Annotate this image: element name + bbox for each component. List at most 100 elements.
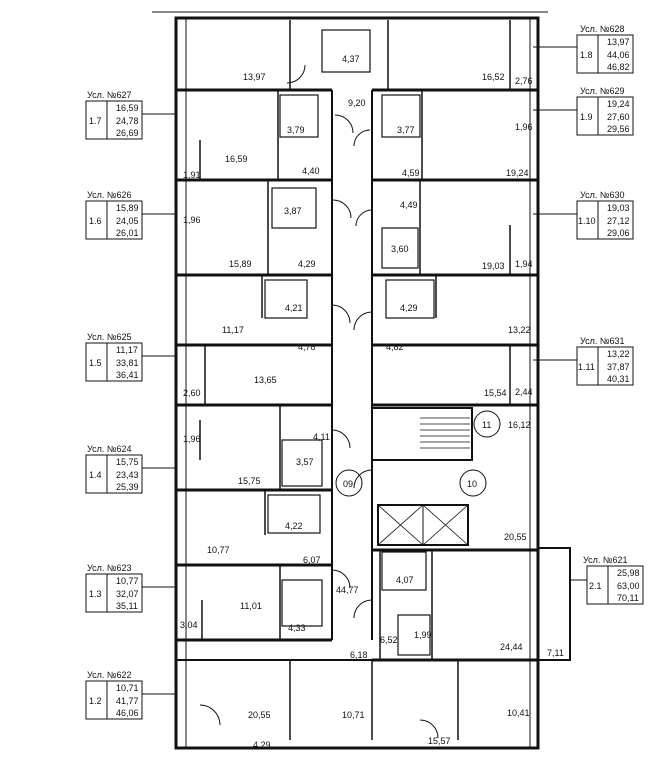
room-area: 6,07 [303,555,321,565]
room-area: 6,18 [350,650,368,660]
unit-id: Усл. №622 [87,670,132,680]
building-walls [152,11,571,750]
unit-id: Усл. №628 [580,24,625,34]
unit-id: Усл. №625 [87,332,132,342]
room-area: 4,22 [285,521,303,531]
unit-area-with-balcony: 46,82 [607,62,630,72]
room-area: 1,94 [515,259,533,269]
room-area: 11,01 [240,601,262,611]
room-area: 4,49 [400,200,418,210]
unit-code: 1.3 [89,589,102,599]
room-area: 6,52 [380,635,398,645]
unit-area-with-balcony: 26,01 [116,228,139,238]
unit-area-with-balcony: 29,06 [607,228,630,238]
unit-id: Усл. №626 [87,190,132,200]
room-area: 4,33 [288,623,306,633]
unit-code: 1.10 [578,216,596,226]
unit-id: Усл. №623 [87,563,132,573]
room-area: 16,52 [482,72,505,82]
unit-area-living: 13,22 [607,349,630,359]
room-area: 24,44 [500,642,523,652]
room-area: 13,65 [254,375,277,385]
unit-code: 1.11 [578,362,595,372]
unit-area-living: 10,77 [116,576,139,586]
room-area: 11,17 [222,325,244,335]
room-area: 3,77 [397,125,415,135]
room-area: 4,82 [386,342,404,352]
unit-id: Усл. №630 [580,190,625,200]
bathroom-fixtures [264,29,435,656]
room-area: 19,03 [482,261,505,271]
unit-id: Усл. №624 [87,444,132,454]
unit-code: 1.4 [89,470,102,480]
unit-area-with-balcony: 26,69 [116,128,139,138]
room-area: 1,91 [183,170,201,180]
room-area: 16,59 [225,154,248,164]
room-area: 4,29 [400,303,418,313]
room-area: 3,79 [287,125,305,135]
room-label: 11 [482,420,491,430]
room-area: 20,55 [504,532,527,542]
unit-area-with-balcony: 25,39 [116,482,139,492]
unit-code: 1.8 [580,50,593,60]
unit-area-total: 63,00 [617,581,640,591]
room-area: 10,77 [207,545,230,555]
room-area: 13,22 [508,325,531,335]
room-area: 4,07 [396,575,414,585]
unit-area-total: 37,87 [607,362,630,372]
unit-area-total: 24,05 [116,216,139,226]
unit-area-total: 23,43 [116,470,139,480]
room-area: 19,24 [506,168,529,178]
unit-area-total: 27,60 [607,112,630,122]
room-area: 1,96 [515,122,533,132]
stair-treads [420,417,470,449]
room-area: 1,96 [183,215,201,225]
room-label: 09 [343,479,353,489]
unit-area-living: 19,24 [607,99,630,109]
unit-area-with-balcony: 36,41 [116,370,139,380]
unit-code: 1.5 [89,358,102,368]
room-area: 2,44 [515,387,533,397]
room-area: 1,99 [414,630,432,640]
room-area: 4,29 [253,740,271,750]
unit-area-total: 27,12 [607,216,630,226]
unit-area-living: 15,75 [116,457,139,467]
room-label: 10 [467,479,477,489]
callout-boxes [85,34,644,720]
unit-labels: Усл. №628 1.8 13,97 44,06 46,82 Усл. №62… [87,24,640,718]
room-area: 2,76 [515,76,533,86]
room-area: 4,21 [285,303,303,313]
unit-area-living: 11,17 [116,345,138,355]
room-area: 2,60 [183,388,201,398]
room-area: 4,37 [342,54,360,64]
room-circles [335,410,501,497]
room-area: 16,12 [508,420,531,430]
unit-area-living: 10,71 [116,683,139,693]
room-area: 3,87 [284,206,302,216]
unit-area-living: 15,89 [116,203,139,213]
room-area: 9,20 [348,98,366,108]
room-area: 7,11 [547,648,564,658]
unit-area-with-balcony: 35,11 [116,601,138,611]
unit-area-with-balcony: 70,11 [617,593,639,603]
room-area: 1,96 [183,434,201,444]
unit-code: 2.1 [589,581,602,591]
unit-area-living: 25,98 [617,568,640,578]
doors [199,64,439,739]
room-area: 20,55 [248,710,271,720]
unit-code: 1.6 [89,216,102,226]
room-area: 4,40 [302,166,320,176]
room-area: 10,71 [342,710,365,720]
unit-id: Усл. №621 [583,555,628,565]
room-area: 3,60 [391,244,409,254]
unit-code: 1.7 [89,116,102,126]
unit-area-total: 32,07 [116,589,139,599]
room-area: 15,57 [428,736,451,746]
room-area: 15,89 [229,259,252,269]
unit-area-total: 44,06 [607,50,630,60]
unit-area-living: 16,59 [116,103,139,113]
unit-area-living: 19,03 [607,203,630,213]
unit-area-total: 24,78 [116,116,139,126]
room-area: 4,11 [313,432,330,442]
